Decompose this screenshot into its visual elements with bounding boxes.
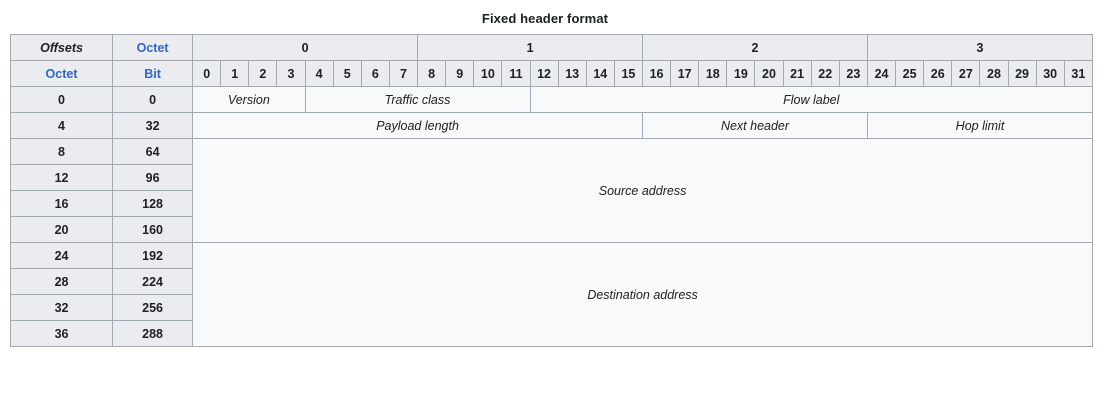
corner-offsets-label: Offsets bbox=[9, 34, 114, 61]
bit-header-22: 22 bbox=[810, 60, 840, 87]
table-head: Offsets Octet 0 1 2 3 Octet Bit 0 1 2 bbox=[9, 34, 1094, 87]
bit-header-10: 10 bbox=[473, 60, 503, 87]
table-row: 8 64 Source address bbox=[9, 138, 1093, 243]
fixed-header-format-table: Offsets Octet 0 1 2 3 Octet Bit 0 1 2 bbox=[9, 34, 1094, 347]
bit-header-19: 19 bbox=[726, 60, 756, 87]
octet-offset: 36 bbox=[9, 320, 114, 347]
field-source-address: Source address bbox=[192, 138, 1093, 243]
octet-offset: 24 bbox=[9, 242, 114, 269]
bit-header-11: 11 bbox=[501, 60, 531, 87]
table-row: 28 224 bbox=[9, 268, 1093, 295]
bit-offset: 256 bbox=[112, 294, 194, 321]
bit-offset: 224 bbox=[112, 268, 194, 295]
octet-offset: 8 bbox=[9, 138, 114, 165]
bit-header-20: 20 bbox=[754, 60, 784, 87]
bit-link-label: Bit bbox=[144, 66, 161, 81]
octet-offset: 0 bbox=[9, 86, 114, 113]
bit-header-14: 14 bbox=[585, 60, 615, 87]
bit-header-7: 7 bbox=[388, 60, 419, 87]
bit-header-9: 9 bbox=[445, 60, 475, 87]
bit-header-28: 28 bbox=[979, 60, 1009, 87]
table-row: 12 96 bbox=[9, 164, 1093, 191]
header-row-octet-groups: Offsets Octet 0 1 2 3 bbox=[9, 34, 1094, 61]
table-row: 20 160 bbox=[9, 216, 1093, 243]
bit-header-27: 27 bbox=[951, 60, 981, 87]
table-row: 4 32 Payload length Next header Hop limi… bbox=[9, 112, 1094, 139]
bit-header-25: 25 bbox=[895, 60, 925, 87]
bit-header-12: 12 bbox=[529, 60, 559, 87]
bit-offset: 32 bbox=[112, 112, 194, 139]
bit-header-29: 29 bbox=[1007, 60, 1037, 87]
table-caption: Fixed header format bbox=[481, 11, 609, 26]
bit-header-6: 6 bbox=[360, 60, 390, 87]
field-destination-address: Destination address bbox=[192, 242, 1093, 347]
corner-octet-link-2[interactable]: Octet bbox=[9, 60, 114, 87]
table-body: 0 0 Version Traffic class Flow label 4 3… bbox=[9, 86, 1094, 347]
bit-header-17: 17 bbox=[670, 60, 700, 87]
octet-offset: 32 bbox=[9, 294, 114, 321]
table-row: 24 192 Destination address bbox=[9, 242, 1093, 347]
octet-offset: 12 bbox=[9, 164, 114, 191]
table-row: 32 256 bbox=[9, 294, 1093, 321]
corner-bit-link[interactable]: Bit bbox=[112, 60, 194, 87]
bit-header-24: 24 bbox=[866, 60, 897, 87]
octet-group-1: 1 bbox=[417, 34, 644, 61]
bit-header-0: 0 bbox=[192, 60, 222, 87]
octet-link-label: Octet bbox=[136, 40, 169, 55]
bit-offset: 96 bbox=[112, 164, 194, 191]
bit-header-31: 31 bbox=[1063, 60, 1094, 87]
octet-offset: 28 bbox=[9, 268, 114, 295]
bit-header-5: 5 bbox=[332, 60, 362, 87]
corner-octet-link[interactable]: Octet bbox=[112, 34, 194, 61]
octet-group-0: 0 bbox=[192, 34, 419, 61]
bit-offset: 64 bbox=[112, 138, 194, 165]
bit-header-16: 16 bbox=[642, 60, 672, 87]
octet-link-label-2: Octet bbox=[45, 66, 78, 81]
bit-header-15: 15 bbox=[613, 60, 644, 87]
bit-header-2: 2 bbox=[248, 60, 278, 87]
bit-offset: 128 bbox=[112, 190, 194, 217]
bit-header-3: 3 bbox=[276, 60, 306, 87]
bit-header-21: 21 bbox=[782, 60, 812, 87]
bit-header-4: 4 bbox=[304, 60, 334, 87]
field-traffic-class: Traffic class bbox=[304, 86, 531, 113]
bit-header-26: 26 bbox=[923, 60, 953, 87]
field-hop-limit: Hop limit bbox=[866, 112, 1094, 139]
octet-group-2: 2 bbox=[642, 34, 868, 61]
header-row-bits: Octet Bit 0 1 2 3 4 5 6 7 8 9 10 11 12 1… bbox=[9, 60, 1094, 87]
bit-offset: 160 bbox=[112, 216, 194, 243]
octet-offset: 20 bbox=[9, 216, 114, 243]
field-flow-label: Flow label bbox=[529, 86, 1093, 113]
field-payload-length: Payload length bbox=[192, 112, 644, 139]
bit-offset: 0 bbox=[112, 86, 194, 113]
octet-group-3: 3 bbox=[866, 34, 1094, 61]
field-next-header: Next header bbox=[642, 112, 868, 139]
table-row: 36 288 bbox=[9, 320, 1093, 347]
octet-offset: 4 bbox=[9, 112, 114, 139]
bit-header-8: 8 bbox=[417, 60, 447, 87]
table-row: 0 0 Version Traffic class Flow label bbox=[9, 86, 1093, 113]
bit-offset: 192 bbox=[112, 242, 194, 269]
bit-header-1: 1 bbox=[220, 60, 250, 87]
bit-header-30: 30 bbox=[1035, 60, 1065, 87]
octet-offset: 16 bbox=[9, 190, 114, 217]
field-version: Version bbox=[192, 86, 306, 113]
bit-header-13: 13 bbox=[557, 60, 587, 87]
bit-offset: 288 bbox=[112, 320, 194, 347]
bit-header-18: 18 bbox=[698, 60, 728, 87]
bit-header-23: 23 bbox=[838, 60, 868, 87]
